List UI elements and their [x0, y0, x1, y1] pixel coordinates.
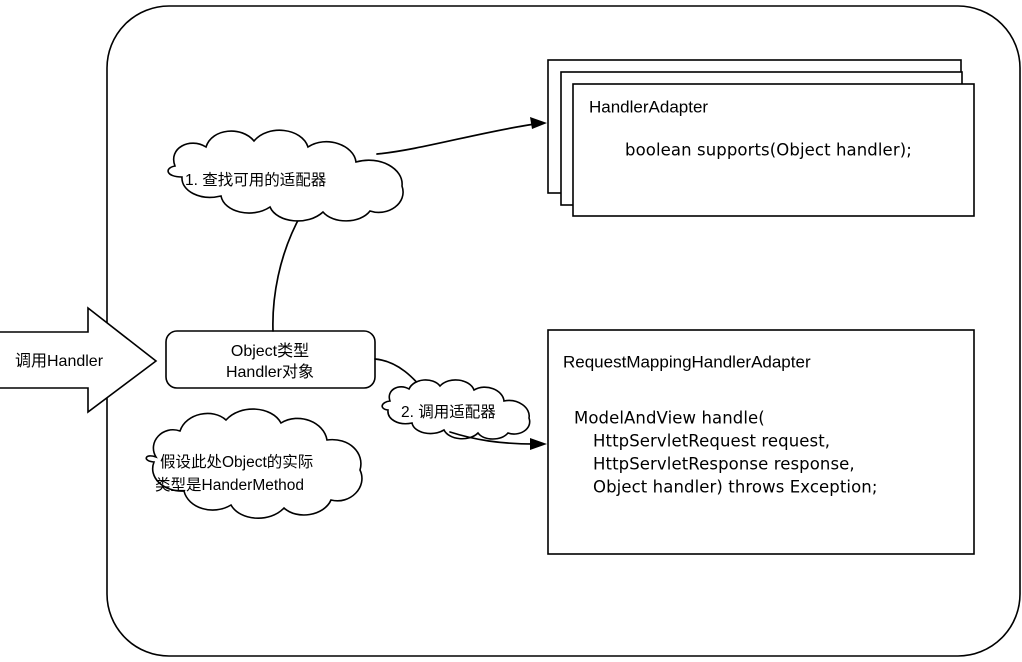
request-mapping-signature-line-4: Object handler) throws Exception; — [593, 478, 878, 497]
connector-cloud1-path — [376, 123, 536, 155]
request-mapping-box-shape — [547, 329, 975, 555]
cloud-note-line2: 类型是HanderMethod — [155, 476, 304, 494]
handler-adapter-box-front — [572, 83, 975, 217]
connector-box-to-cloud-1 — [272, 212, 303, 332]
cloud-note-line1: 假设此处Object的实际 — [160, 453, 313, 471]
block-arrow-shape — [0, 306, 158, 414]
connector-cloud2-arrowhead — [530, 438, 547, 450]
cloud-note: 假设此处Object的实际 类型是HanderMethod — [145, 408, 363, 519]
handler-object-box: Object类型 Handler对象 — [165, 330, 376, 389]
handler-adapter-class-name: HandlerAdapter — [589, 97, 708, 116]
cloud-step-2-shape — [381, 379, 531, 440]
request-mapping-signature-line-3: HttpServletResponse response, — [593, 455, 855, 474]
handler-object-line2: Handler对象 — [226, 363, 314, 381]
handler-object-line1: Object类型 — [231, 342, 309, 360]
cloud-step-1: 1. 查找可用的适配器 — [167, 129, 404, 222]
handler-adapter-signature: boolean supports(Object handler); — [625, 141, 912, 160]
request-mapping-signature-line-1: ModelAndView handle( — [574, 409, 765, 428]
cloud-step-2: 2. 调用适配器 — [381, 379, 531, 440]
cloud-step-1-shape — [167, 129, 404, 222]
request-mapping-class-name: RequestMappingHandlerAdapter — [563, 352, 811, 371]
cloud-step-2-label: 2. 调用适配器 — [401, 403, 496, 421]
request-mapping-signature-line-2: HttpServletRequest request, — [593, 432, 830, 451]
connector-cloud1-to-handler-adapter — [376, 117, 547, 155]
cloud-step-1-label: 1. 查找可用的适配器 — [185, 171, 327, 189]
request-mapping-handler-adapter-box: RequestMappingHandlerAdapter ModelAndVie… — [547, 329, 975, 555]
input-arrow-label: 调用Handler — [15, 352, 104, 370]
handler-adapter-stack: HandlerAdapter boolean supports(Object h… — [547, 59, 975, 217]
input-block-arrow: 调用Handler — [0, 306, 158, 414]
cloud-note-shape — [145, 408, 363, 519]
connector-cloud1-arrowhead — [530, 117, 547, 129]
connector-cloud2-to-rma-path — [449, 431, 536, 445]
